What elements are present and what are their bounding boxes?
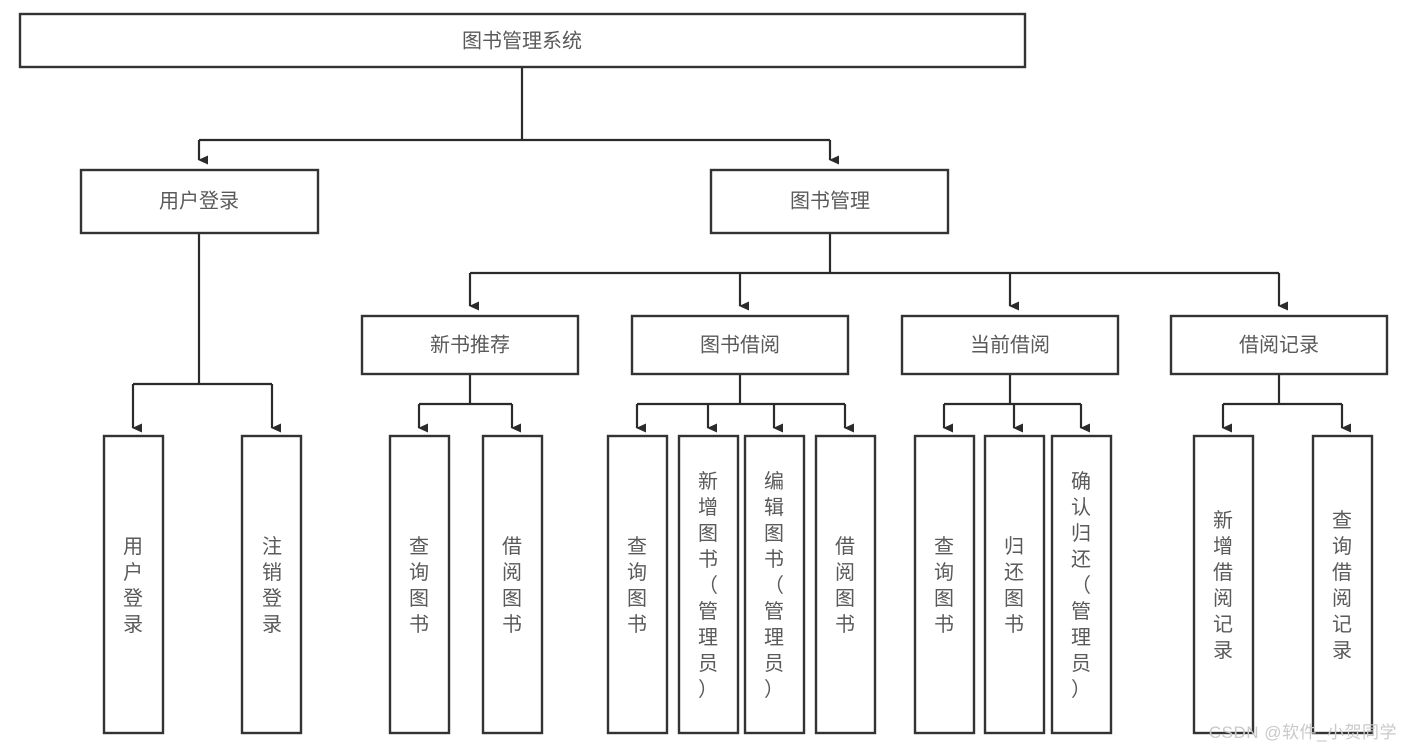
node-leaf-logout-login[interactable]: 注销登录: [240, 434, 303, 735]
node-leaf-add-book-label: 新增图书（管理员）: [698, 470, 718, 701]
node-leaf-query-record-box[interactable]: [1311, 434, 1374, 735]
node-leaf-query-book-1[interactable]: 查询图书: [388, 434, 451, 735]
node-book-management-box[interactable]: [709, 168, 950, 235]
node-leaf-borrow-book-2-label: 借阅图书: [835, 535, 855, 636]
node-leaf-borrow-book-1[interactable]: 借阅图书: [481, 434, 544, 735]
node-leaf-query-book-3[interactable]: 查询图书: [913, 434, 976, 735]
node-leaf-query-record-label: 查询借阅记录: [1332, 509, 1352, 662]
node-root-box[interactable]: [18, 12, 1027, 69]
node-book-borrow-label: 图书借阅: [700, 333, 780, 356]
node-root-label: 图书管理系统: [462, 29, 582, 52]
node-book-borrow[interactable]: 图书借阅: [630, 314, 850, 376]
node-current-borrow-label: 当前借阅: [970, 333, 1050, 356]
node-root[interactable]: 图书管理系统: [18, 12, 1027, 69]
node-leaf-add-record-box[interactable]: [1192, 434, 1255, 735]
node-user-login-label: 用户登录: [159, 189, 239, 212]
node-leaf-add-record[interactable]: 新增借阅记录: [1192, 434, 1255, 735]
node-leaf-query-book-3-label: 查询图书: [934, 535, 954, 636]
node-leaf-add-record-label: 新增借阅记录: [1213, 509, 1233, 662]
node-leaf-query-book-2-label: 查询图书: [627, 535, 647, 636]
edges-layer: [131, 67, 1351, 433]
node-current-borrow[interactable]: 当前借阅: [900, 314, 1120, 376]
node-leaf-confirm-return[interactable]: 确认归还（管理员）: [1050, 434, 1113, 735]
node-new-book-recommend[interactable]: 新书推荐: [360, 314, 580, 376]
node-book-management-label: 图书管理: [790, 189, 870, 212]
node-leaf-user-login-label: 用户登录: [123, 536, 143, 636]
node-leaf-borrow-book-2[interactable]: 借阅图书: [814, 434, 877, 735]
node-leaf-query-book-1-box[interactable]: [388, 434, 451, 735]
node-leaf-borrow-book-2-box[interactable]: [814, 434, 877, 735]
node-new-book-recommend-label: 新书推荐: [430, 333, 510, 356]
node-leaf-add-book[interactable]: 新增图书（管理员）: [677, 434, 740, 735]
node-leaf-user-login-box[interactable]: [102, 434, 165, 735]
node-leaf-edit-book-label: 编辑图书（管理员）: [764, 470, 784, 701]
node-leaf-return-book-box[interactable]: [983, 434, 1046, 735]
node-leaf-add-book-box[interactable]: [677, 434, 740, 735]
node-leaf-logout-login-label: 注销登录: [262, 535, 282, 636]
node-leaf-borrow-book-1-label: 借阅图书: [502, 535, 522, 636]
node-borrow-record[interactable]: 借阅记录: [1169, 314, 1389, 376]
node-current-borrow-box[interactable]: [900, 314, 1120, 376]
node-user-login[interactable]: 用户登录: [79, 168, 320, 235]
node-leaf-user-login[interactable]: 用户登录: [102, 434, 165, 735]
node-leaf-return-book[interactable]: 归还图书: [983, 434, 1046, 735]
node-leaf-confirm-return-label: 确认归还（管理员）: [1071, 470, 1091, 701]
node-book-management[interactable]: 图书管理: [709, 168, 950, 235]
node-leaf-borrow-book-1-box[interactable]: [481, 434, 544, 735]
node-leaf-edit-book-box[interactable]: [743, 434, 806, 735]
node-leaf-logout-login-box[interactable]: [240, 434, 303, 735]
node-leaf-query-book-2-box[interactable]: [606, 434, 669, 735]
node-leaf-edit-book[interactable]: 编辑图书（管理员）: [743, 434, 806, 735]
node-leaf-query-record[interactable]: 查询借阅记录: [1311, 434, 1374, 735]
node-leaf-return-book-label: 归还图书: [1004, 535, 1024, 636]
node-user-login-box[interactable]: [79, 168, 320, 235]
node-leaf-confirm-return-box[interactable]: [1050, 434, 1113, 735]
node-leaf-query-book-2[interactable]: 查询图书: [606, 434, 669, 735]
node-borrow-record-label: 借阅记录: [1239, 333, 1319, 356]
node-leaf-query-book-1-label: 查询图书: [409, 535, 429, 636]
node-leaf-query-book-3-box[interactable]: [913, 434, 976, 735]
node-new-book-recommend-box[interactable]: [360, 314, 580, 376]
node-book-borrow-box[interactable]: [630, 314, 850, 376]
node-borrow-record-box[interactable]: [1169, 314, 1389, 376]
csdn-watermark: CSDN @软件_小贺同学: [1208, 723, 1397, 742]
